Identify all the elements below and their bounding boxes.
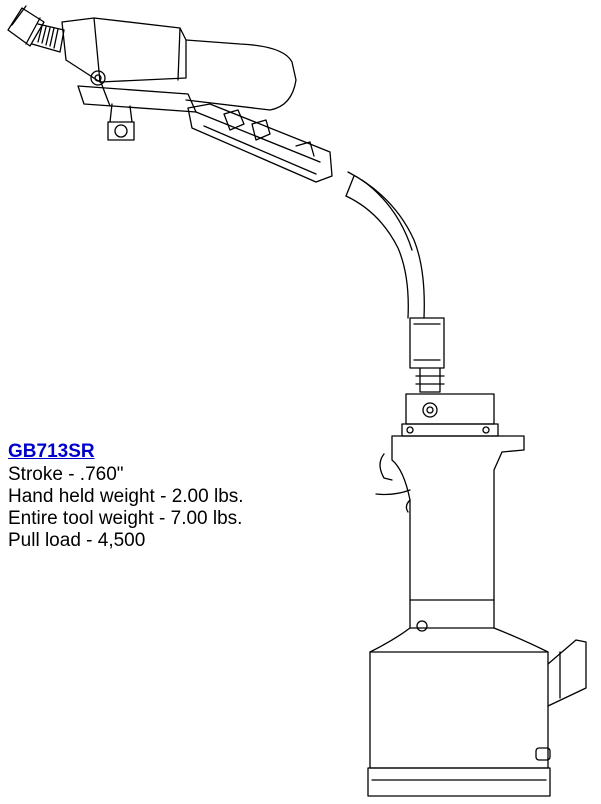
air-hose [345, 171, 445, 393]
spec-entire-weight: Entire tool weight - 7.00 lbs. [8, 508, 243, 529]
base-housing [367, 627, 587, 797]
model-link[interactable]: GB713SR [8, 441, 95, 462]
spec-pull-load: Pull load - 4,500 [8, 530, 146, 551]
threaded-nose [7, 5, 65, 53]
trigger-arm [187, 103, 333, 183]
spec-stroke: Stroke - .760" [8, 464, 124, 485]
base-cap [401, 393, 499, 437]
base-body [375, 435, 525, 632]
spec-handheld-weight: Hand held weight - 2.00 lbs. [8, 486, 244, 507]
handheld-head [7, 5, 297, 141]
product-spec-block: GB713SR Stroke - .760" Hand held weight … [8, 441, 244, 552]
